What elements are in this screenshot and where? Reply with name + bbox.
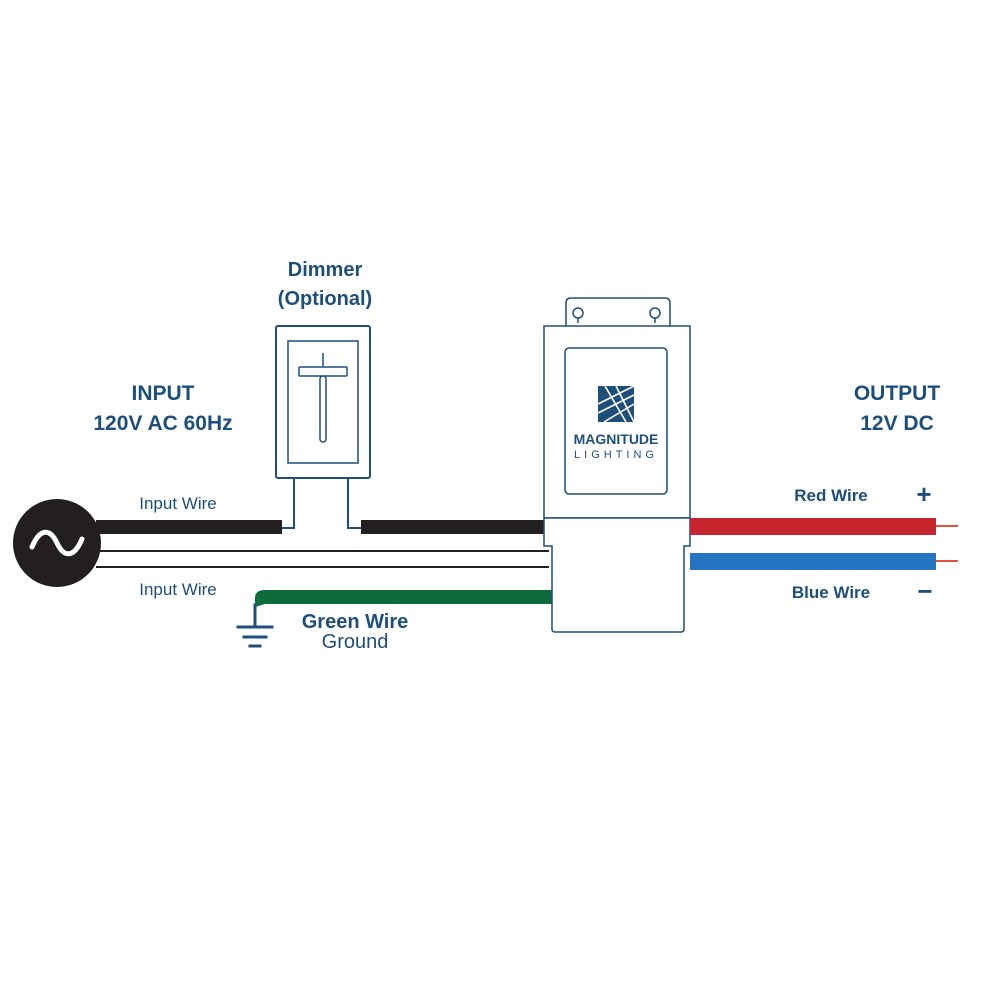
dimmer-title: Dimmer bbox=[288, 259, 363, 281]
ground-sublabel: Ground bbox=[322, 631, 389, 653]
input-title: INPUT bbox=[132, 382, 195, 405]
brand-name: MAGNITUDE bbox=[574, 431, 659, 447]
input-wire-bottom-label: Input Wire bbox=[139, 580, 216, 599]
red-wire-label: Red Wire bbox=[794, 486, 868, 505]
ground-symbol-icon bbox=[236, 603, 274, 648]
negative-sign: − bbox=[917, 576, 932, 606]
input-wire-top-label: Input Wire bbox=[139, 494, 216, 513]
output-spec: 12V DC bbox=[860, 412, 934, 435]
red-output-wire bbox=[690, 518, 936, 535]
dimmer-slider-icon bbox=[298, 353, 348, 443]
dimmer-switch bbox=[275, 325, 371, 529]
green-ground-wire bbox=[255, 590, 552, 607]
blue-wire-label: Blue Wire bbox=[792, 583, 870, 602]
power-supply-driver bbox=[543, 297, 691, 633]
input-wire-hot-segment-2 bbox=[361, 520, 545, 534]
blue-output-wire bbox=[690, 553, 936, 570]
output-title: OUTPUT bbox=[854, 382, 941, 405]
mounting-tab bbox=[565, 297, 671, 327]
ac-source-icon bbox=[13, 499, 101, 587]
input-spec: 120V AC 60Hz bbox=[93, 412, 232, 435]
brand-subtitle: LIGHTING bbox=[574, 449, 658, 461]
input-wire-hot-segment-1 bbox=[96, 520, 282, 534]
dimmer-subtitle: (Optional) bbox=[278, 288, 372, 310]
positive-sign: + bbox=[916, 479, 931, 509]
magnitude-logo-icon bbox=[597, 385, 635, 423]
ground-label: Green Wire bbox=[302, 611, 409, 633]
input-wire-neutral bbox=[96, 550, 549, 568]
